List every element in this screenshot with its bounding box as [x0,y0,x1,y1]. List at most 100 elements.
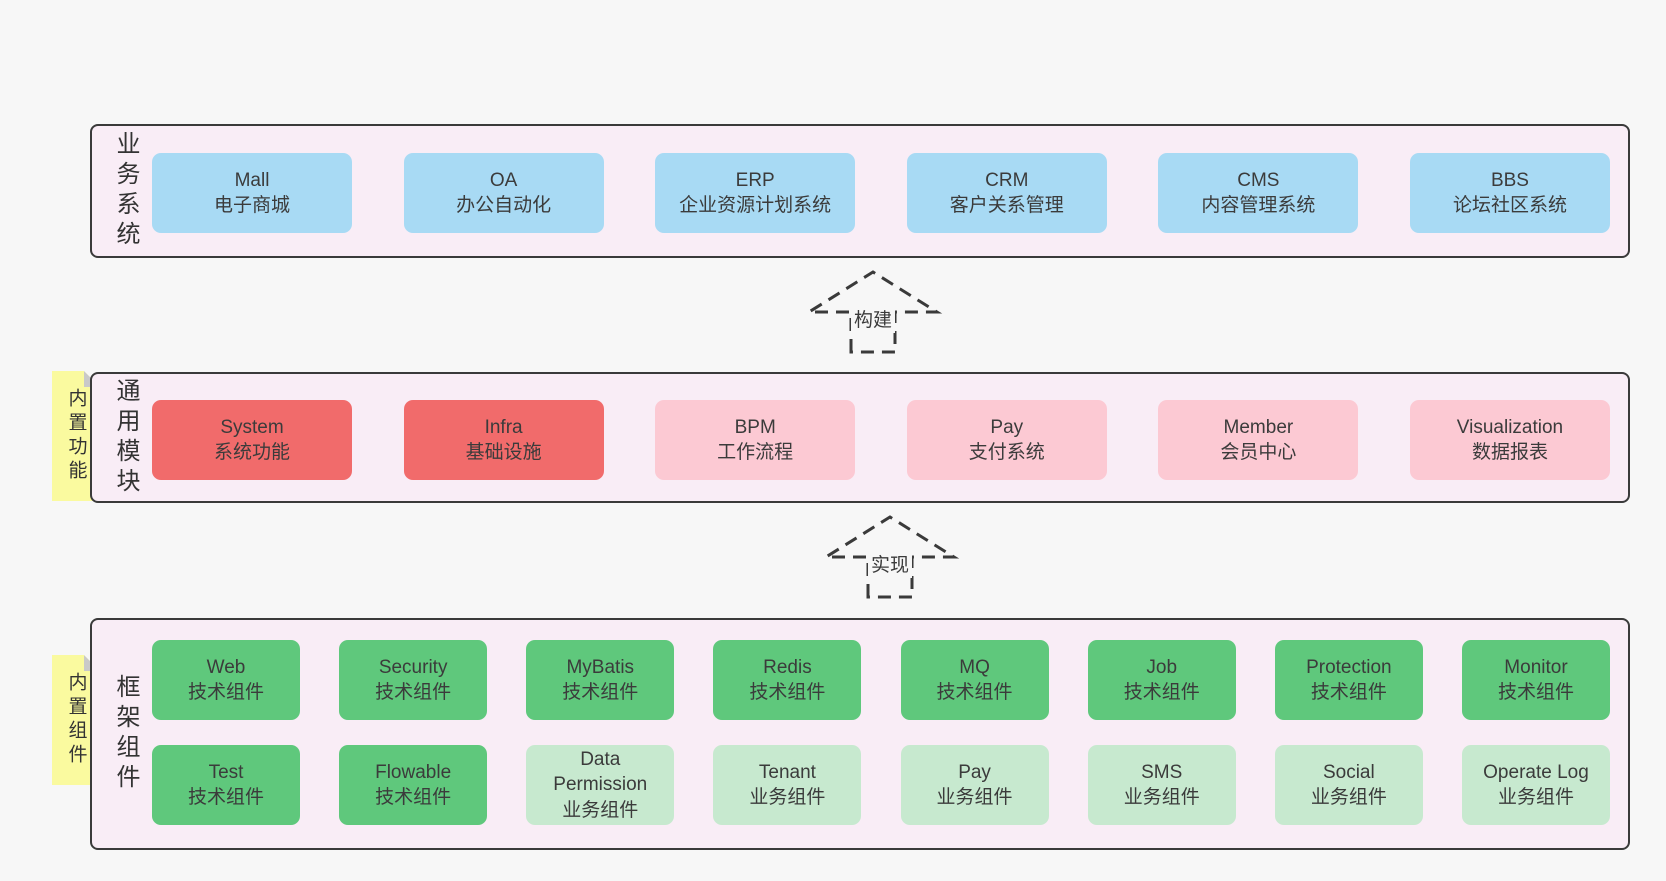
module-desc: 技术组件 [187,682,264,703]
module-box-pay: Pay 支付系统 [906,400,1107,480]
block-arrow-up-icon [803,270,943,354]
module-box-mybatis: MyBatis 技术组件 [526,640,675,720]
module-desc: 业务组件 [1123,787,1200,808]
module-desc: 技术组件 [562,682,639,703]
module-desc: 业务组件 [1310,787,1387,808]
module-desc: 企业资源计划系统 [679,195,832,216]
sticky-label: 内置功能 [65,388,87,484]
module-name: Operate Log [1483,761,1589,783]
module-box-mq: MQ 技术组件 [900,640,1049,720]
module-box-monitor: Monitor 技术组件 [1461,640,1610,720]
module-name: Test [208,761,244,783]
module-desc: 系统功能 [213,442,290,463]
module-desc: 会员中心 [1220,442,1297,463]
section-common-modules: 通用模块 System 系统功能 Infra 基础设施 BPM 工作流程 Pay 支付系统 Me… [90,372,1630,503]
module-name: SMS [1141,761,1183,783]
module-name: Web [206,656,246,678]
module-box-mall: Mall 电子商城 [152,153,352,233]
module-box-bpm: BPM 工作流程 [655,400,856,480]
module-name: Pay [990,416,1024,438]
module-name: Infra [484,416,523,438]
module-name: Security [378,656,448,678]
module-box-security: Security 技术组件 [339,640,488,720]
module-box-oa: OA 办公自动化 [403,153,604,233]
module-box-operate-log: Operate Log 业务组件 [1461,745,1610,825]
module-desc: 业务组件 [936,787,1013,808]
module-name: MQ [959,656,990,678]
module-name: OA [489,169,518,191]
module-box-visualization: Visualization 数据报表 [1409,400,1610,480]
module-desc: 技术组件 [187,787,264,808]
module-box-protection: Protection 技术组件 [1274,640,1423,720]
module-desc: 业务组件 [1497,787,1574,808]
module-box-cms: CMS 内容管理系统 [1158,153,1359,233]
module-name: MyBatis [566,656,635,678]
module-desc: 内容管理系统 [1201,195,1316,216]
module-name: Flowable [375,761,452,783]
module-desc: 数据报表 [1471,442,1548,463]
module-box-test: Test 技术组件 [152,745,300,825]
module-desc: 支付系统 [968,442,1045,463]
module-desc: 技术组件 [749,682,826,703]
module-desc: 技术组件 [1497,682,1574,703]
module-name: Job [1146,656,1178,678]
module-name: Monitor [1504,656,1568,678]
module-name: Member [1223,416,1294,438]
arrow-label: 实现 [867,549,913,578]
module-box-web: Web 技术组件 [152,640,300,720]
module-desc: 基础设施 [465,442,542,463]
section-label: 框架组件 [112,674,139,794]
module-desc: 电子商城 [213,195,290,216]
module-box-data-permission: Data Permission 业务组件 [526,745,675,825]
block-arrow-up-icon [820,515,960,599]
module-desc: 业务组件 [749,787,826,808]
module-box-member: Member 会员中心 [1158,400,1359,480]
module-name: Pay [958,761,991,783]
arrow-label: 构建 [850,304,896,333]
module-box-job: Job 技术组件 [1087,640,1236,720]
module-name: System [220,416,284,438]
module-box-infra: Infra 基础设施 [403,400,604,480]
module-desc: 技术组件 [936,682,1013,703]
section-label: 通用模块 [112,377,139,498]
module-name: BPM [734,416,776,438]
arrow-build-up: 构建 [803,266,943,354]
module-box-system: System 系统功能 [152,400,352,480]
module-desc: 论坛社区系统 [1452,195,1567,216]
module-name: Tenant [758,761,816,783]
module-name: Social [1322,761,1375,783]
module-desc: 技术组件 [1310,682,1387,703]
module-name: Mall [234,169,270,191]
module-desc: 工作流程 [717,442,794,463]
module-box-social: Social 业务组件 [1274,745,1423,825]
module-name: CMS [1237,169,1280,191]
module-name: Redis [763,656,812,678]
module-name: CRM [985,169,1029,191]
module-desc: 办公自动化 [456,195,552,216]
module-box-tenant: Tenant 业务组件 [713,745,862,825]
module-box-erp: ERP 企业资源计划系统 [655,153,856,233]
module-name: ERP [735,169,775,191]
arrow-implement-up: 实现 [820,511,960,599]
module-box-flowable: Flowable 技术组件 [339,745,488,825]
module-desc: 技术组件 [375,682,452,703]
module-desc: 技术组件 [375,787,452,808]
module-name: BBS [1490,169,1529,191]
module-box-bbs: BBS 论坛社区系统 [1409,153,1610,233]
module-box-redis: Redis 技术组件 [713,640,862,720]
module-box-sms: SMS 业务组件 [1087,745,1236,825]
module-name: Protection [1306,656,1392,678]
module-row: System 系统功能 Infra 基础设施 BPM 工作流程 Pay 支付系统 Member 会… [152,400,1610,480]
module-name: Visualization [1456,416,1564,438]
module-desc: 业务组件 [562,799,639,821]
module-name: Data Permission [553,749,648,796]
module-desc: 技术组件 [1123,682,1200,703]
section-label: 业务系统 [112,131,139,251]
